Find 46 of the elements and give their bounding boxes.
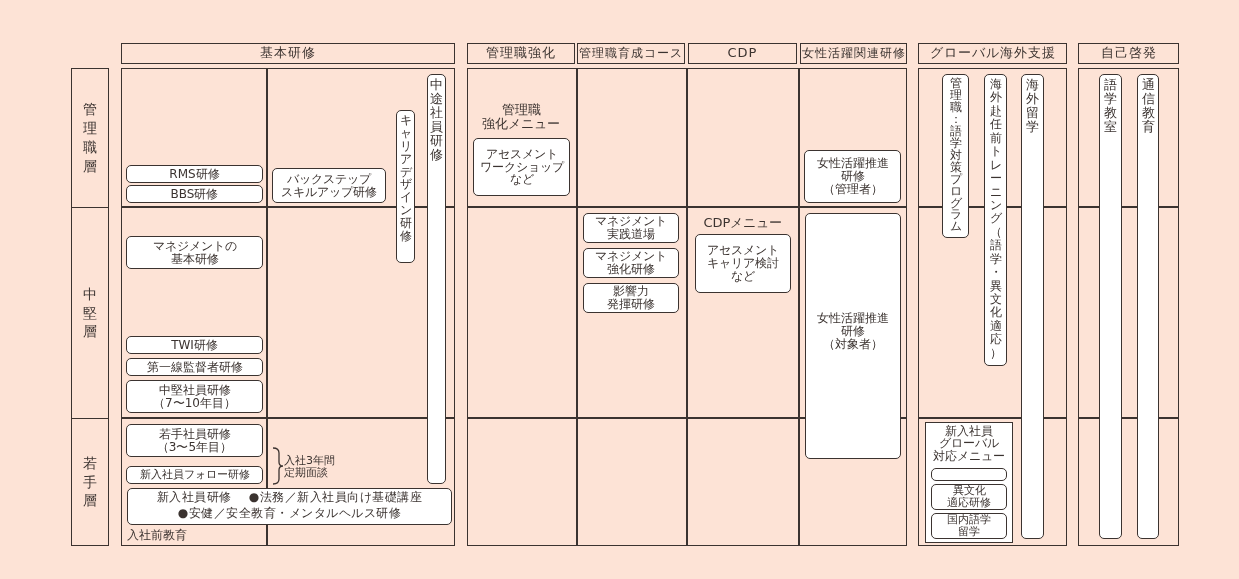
training-box: 第一線監督者研修	[126, 358, 263, 376]
training-box: アセスメントキャリア検討など	[695, 234, 791, 293]
training-box: TWI研修	[126, 336, 263, 354]
training-box: アセスメントワークショップなど	[473, 138, 570, 196]
row-header: 管理職層	[71, 68, 109, 208]
training-bar: 管理職：語学対策プログラム	[942, 74, 969, 238]
training-box: マネジメント実践道場	[583, 213, 679, 243]
menu-heading: 新入社員グローバル対応メニュー	[932, 425, 1006, 463]
training-box: 中堅社員研修（7〜10年目）	[126, 380, 263, 413]
training-box: 女性活躍推進研修（管理者）	[804, 150, 901, 203]
column-header: 女性活躍関連研修	[800, 43, 907, 64]
training-box: RMS研修	[126, 165, 263, 183]
menu-panel	[925, 422, 1013, 543]
training-bar: 海外留学	[1021, 74, 1044, 539]
note-text: 入社3年間定期面談	[284, 455, 336, 480]
training-box: 女性活躍推進研修（対象者）	[805, 213, 901, 459]
training-box: 異文化適応研修	[931, 484, 1007, 510]
column-header: CDP	[688, 43, 797, 64]
training-bar: 海外赴任前トレーニング（語学・異文化適応）	[984, 74, 1007, 366]
column-header: グローバル海外支援	[918, 43, 1067, 64]
training-box: 新入社員フォロー研修	[126, 466, 263, 484]
note-text: CDPメニュー	[702, 216, 784, 231]
training-bar: キャリアデザイン研修	[396, 110, 415, 263]
training-box	[127, 488, 452, 525]
training-box: バックステップスキルアップ研修	[272, 168, 386, 203]
course-box	[931, 468, 1007, 481]
training-box: BBS研修	[126, 185, 263, 203]
training-bar: 通信教育	[1137, 74, 1159, 539]
column-header: 基本研修	[121, 43, 455, 64]
row-header: 若手層	[71, 418, 109, 546]
training-box: 影響力発揮研修	[583, 283, 679, 313]
row-header: 中堅層	[71, 207, 109, 419]
note-text: 入社前教育	[127, 529, 188, 543]
column-header: 管理職育成コース	[577, 43, 685, 64]
training-box: マネジメントの基本研修	[126, 236, 263, 269]
training-text: ●法務／新入社員向け基礎講座	[248, 491, 423, 504]
training-box: 若手社員研修（3〜5年目）	[126, 424, 263, 457]
column-header: 管理職強化	[467, 43, 575, 64]
training-bar: 中途社員研修	[427, 74, 446, 484]
training-text: ●安健／安全教育・メンタルヘルス研修	[176, 507, 403, 520]
training-bar: 語学教室	[1099, 74, 1122, 539]
note-text: 管理職強化メニュー	[481, 103, 561, 132]
column-header: 自己啓発	[1078, 43, 1179, 64]
training-box: マネジメント強化研修	[583, 248, 679, 278]
training-box: 国内語学留学	[931, 513, 1007, 539]
training-text: 新入社員研修	[156, 491, 232, 504]
